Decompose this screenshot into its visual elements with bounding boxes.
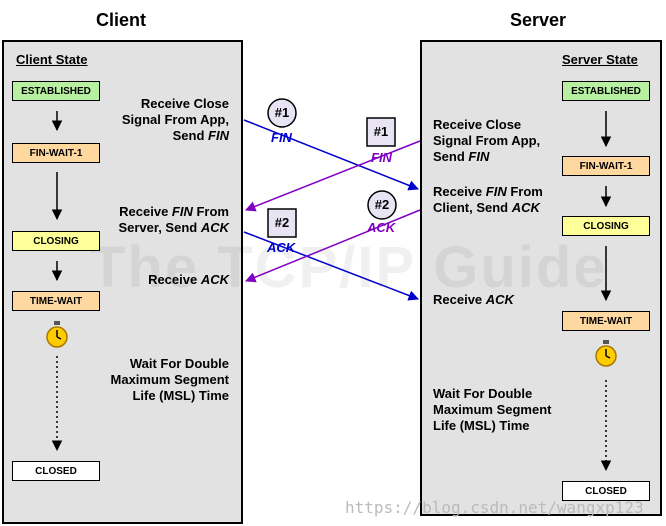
server-ack-badge-text: #2 (374, 197, 390, 212)
client-state-established: ESTABLISHED (12, 81, 100, 101)
server-fin-label: FIN (371, 150, 392, 165)
server-receive-ack-label: Receive ACK (433, 292, 514, 307)
client-ack-arrow (243, 231, 419, 301)
client-receive-fin-label: Receive FIN From Server, Send ACK (118, 204, 229, 235)
client-state-title: Client State (16, 52, 88, 67)
server-heading: Server (510, 10, 567, 30)
server-wait-label: Wait For Double Maximum Segment Life (MS… (433, 386, 552, 433)
watermark: The TCP/IP Guide (90, 235, 608, 300)
client-fin-label: FIN (271, 130, 292, 145)
server-fin-arrow (245, 140, 421, 212)
server-ack-label: ACK (367, 220, 396, 235)
server-state-time-wait: TIME-WAIT (562, 311, 650, 331)
client-ack-label: ACK (267, 240, 296, 255)
server-receive-close-label: Receive Close Signal From App, Send FIN (433, 117, 541, 164)
client-receive-ack-label: Receive ACK (148, 272, 229, 287)
server-state-title: Server State (562, 52, 638, 67)
server-panel (420, 40, 662, 516)
server-receive-fin-label: Receive FIN From Client, Send ACK (433, 184, 543, 215)
client-wait-label: Wait For Double Maximum Segment Life (MS… (110, 356, 229, 403)
server-ack-arrow (245, 209, 421, 283)
client-panel (2, 40, 243, 524)
client-state-fin-wait-1: FIN-WAIT-1 (12, 143, 100, 163)
url-watermark: https://blog.csdn.net/wangxp123 (345, 498, 644, 517)
client-state-closing: CLOSING (12, 231, 100, 251)
server-state-closing: CLOSING (562, 216, 650, 236)
server-fin-badge-text: #1 (373, 124, 389, 139)
client-fin-arrow (243, 119, 419, 191)
server-state-established: ESTABLISHED (562, 81, 650, 101)
client-heading: Client (96, 10, 147, 30)
client-receive-close-label: Receive Close Signal From App, Send FIN (121, 96, 229, 143)
client-state-time-wait: TIME-WAIT (12, 291, 100, 311)
client-state-closed: CLOSED (12, 461, 100, 481)
server-state-fin-wait-1: FIN-WAIT-1 (562, 156, 650, 176)
client-fin-badge-text: #1 (274, 105, 290, 120)
client-ack-badge-text: #2 (274, 215, 290, 230)
client-send-fin-text: Send FIN (172, 128, 229, 143)
server-state-closed: CLOSED (562, 481, 650, 501)
